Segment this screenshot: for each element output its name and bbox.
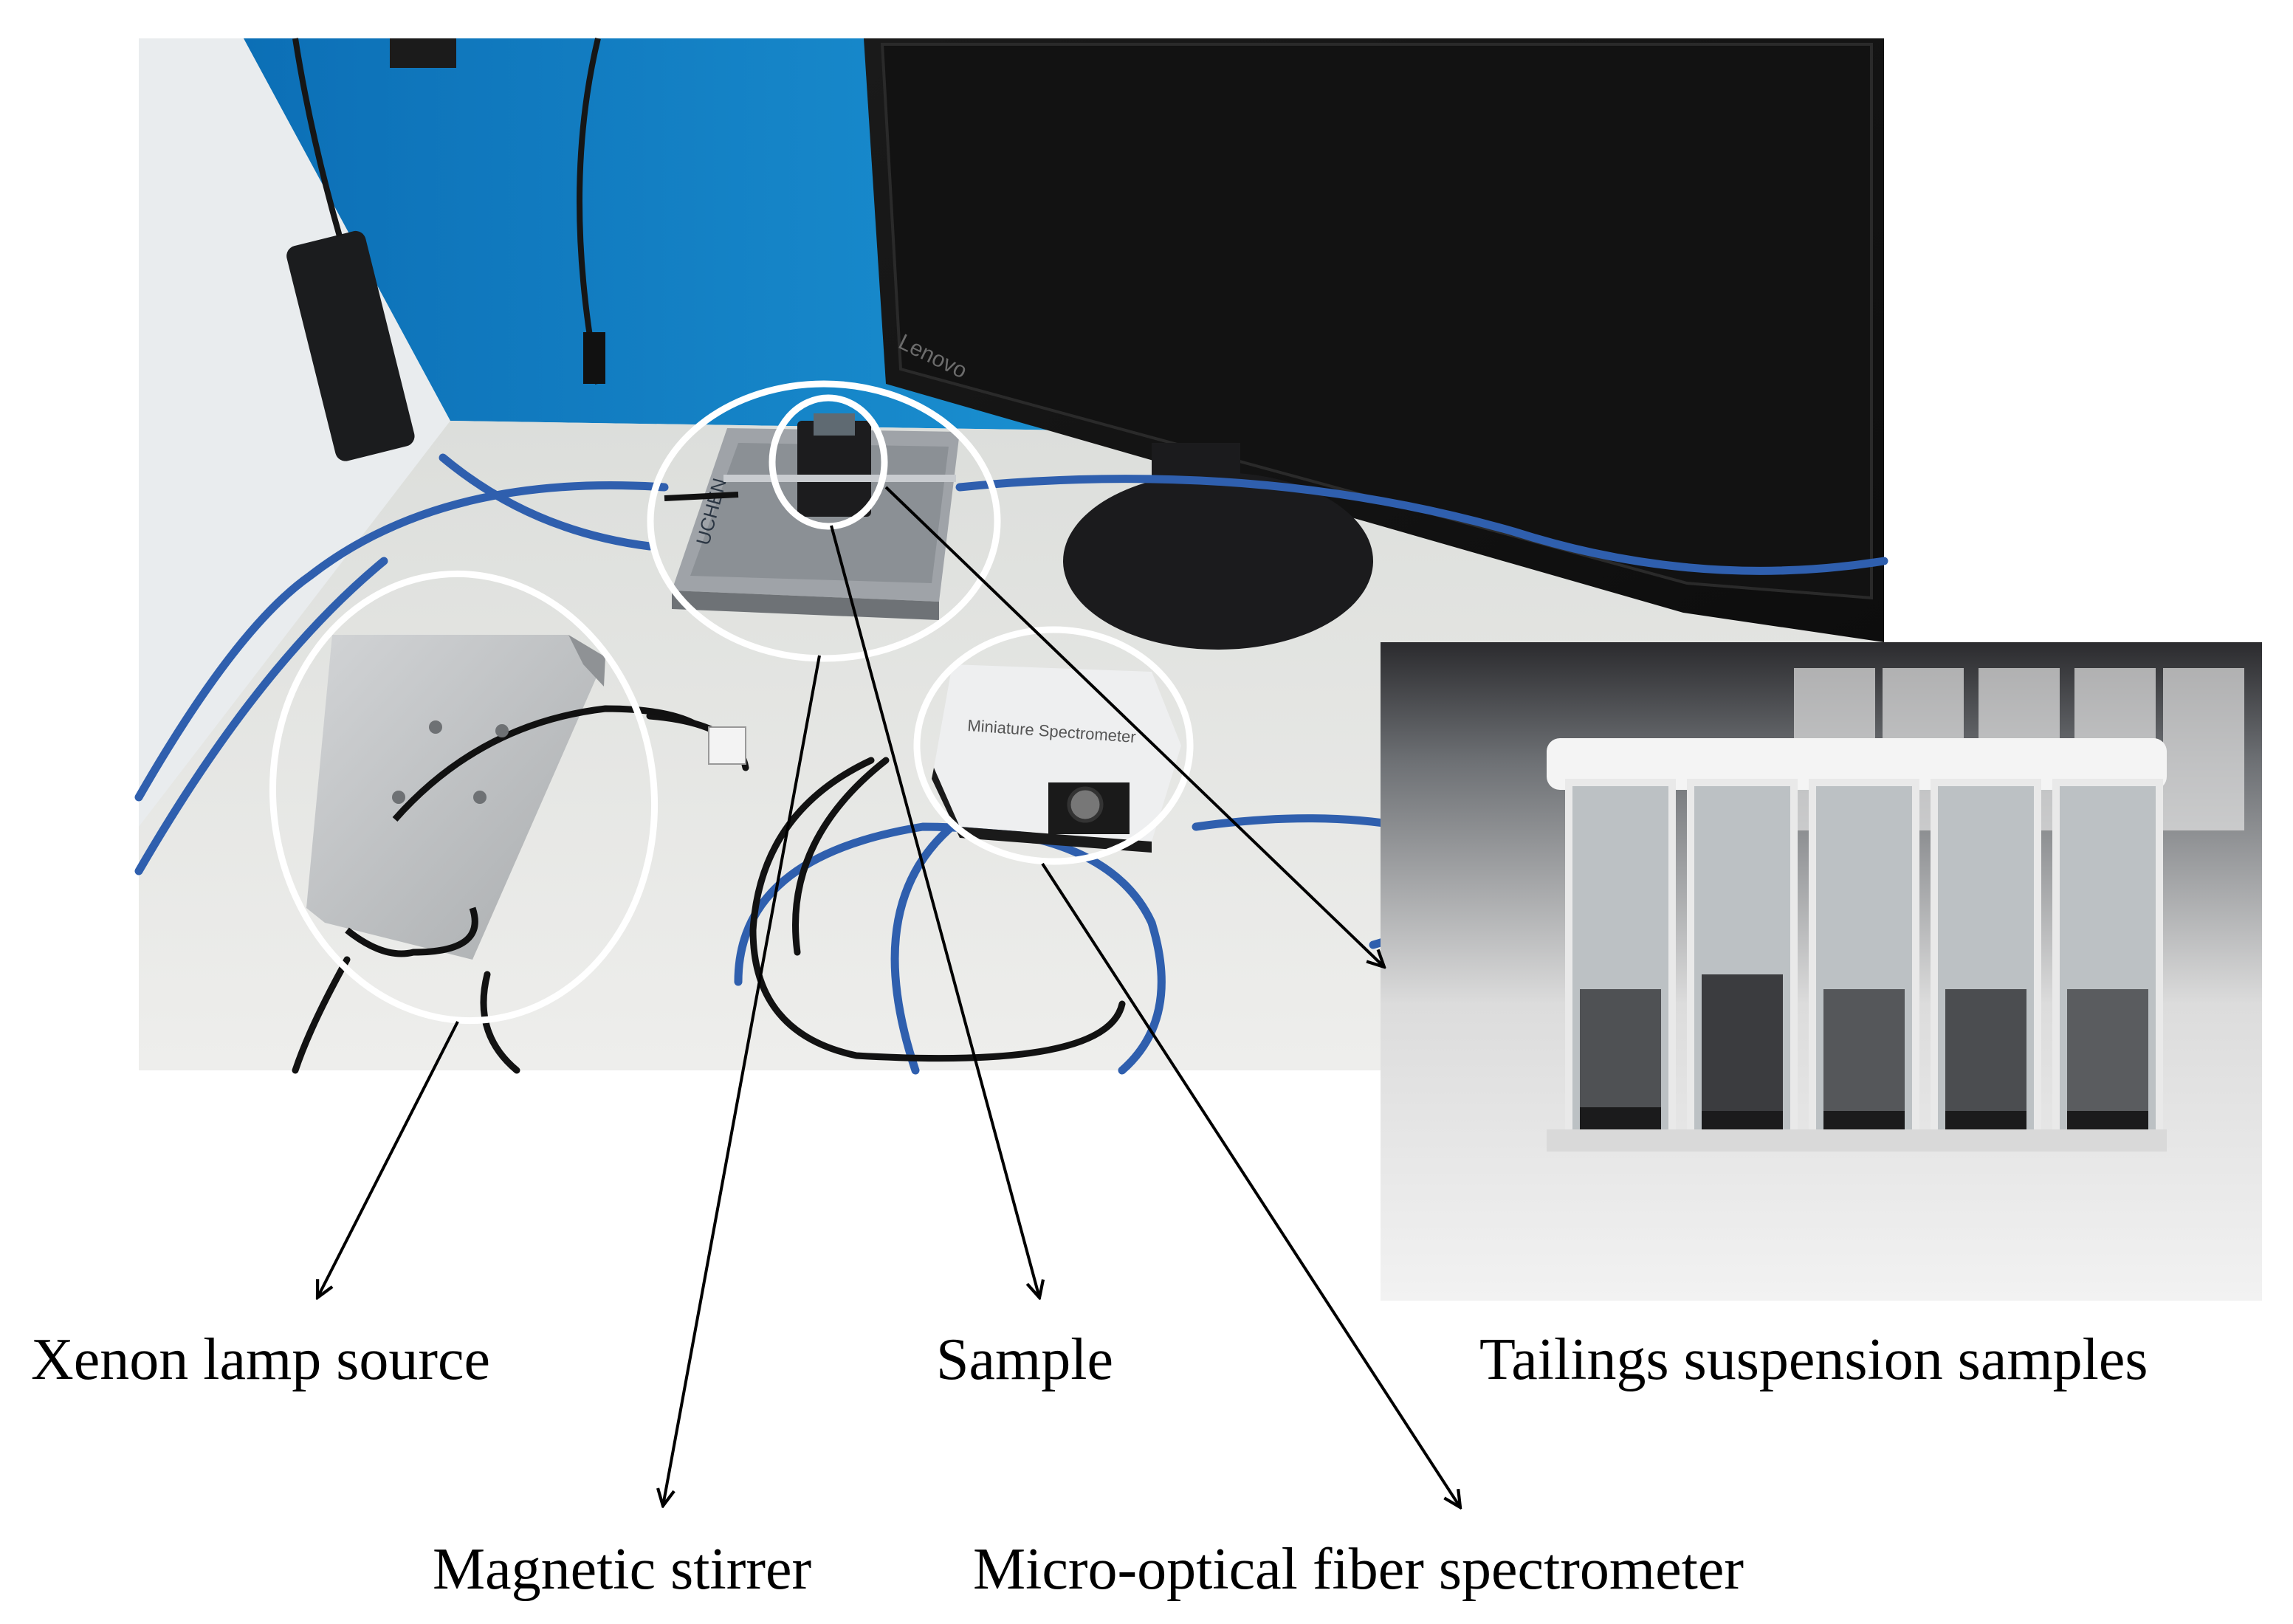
cuvette-row	[1565, 779, 2163, 1148]
label-micro-optical-fiber-spectrometer: Micro-optical fiber spectrometer	[973, 1537, 1744, 1602]
magnetic-stirrer: UCHEN	[664, 413, 960, 620]
arrow-spectrometer	[1041, 862, 1460, 1507]
arrow-sample	[830, 525, 1039, 1298]
annotation-arrows	[317, 486, 1460, 1507]
stirrer-ellipse	[647, 380, 1001, 662]
annotation-ellipses	[269, 380, 1194, 1025]
sample-ellipse	[769, 394, 888, 530]
power-adapter	[286, 230, 415, 461]
arrow-xenon-lamp	[317, 1021, 459, 1298]
arrow-tailings	[884, 486, 1384, 967]
monitor: Lenovo	[864, 38, 1884, 650]
lamp-ellipse	[269, 570, 659, 1025]
label-xenon-lamp-source: Xenon lamp source	[31, 1327, 491, 1392]
arrow-magnetic-stirrer	[663, 655, 821, 1506]
inset-photo	[1381, 642, 2262, 1301]
label-sample: Sample	[936, 1327, 1113, 1392]
label-tailings-suspension-samples: Tailings suspension samples	[1479, 1327, 2148, 1392]
spectrometer-box: Miniature Spectrometer	[932, 664, 1181, 853]
xenon-lamp-box	[306, 635, 746, 960]
spectrometer-ellipse	[913, 626, 1194, 865]
main-photo: Lenovo	[134, 38, 1888, 1075]
label-magnetic-stirrer: Magnetic stirrer	[433, 1537, 812, 1602]
